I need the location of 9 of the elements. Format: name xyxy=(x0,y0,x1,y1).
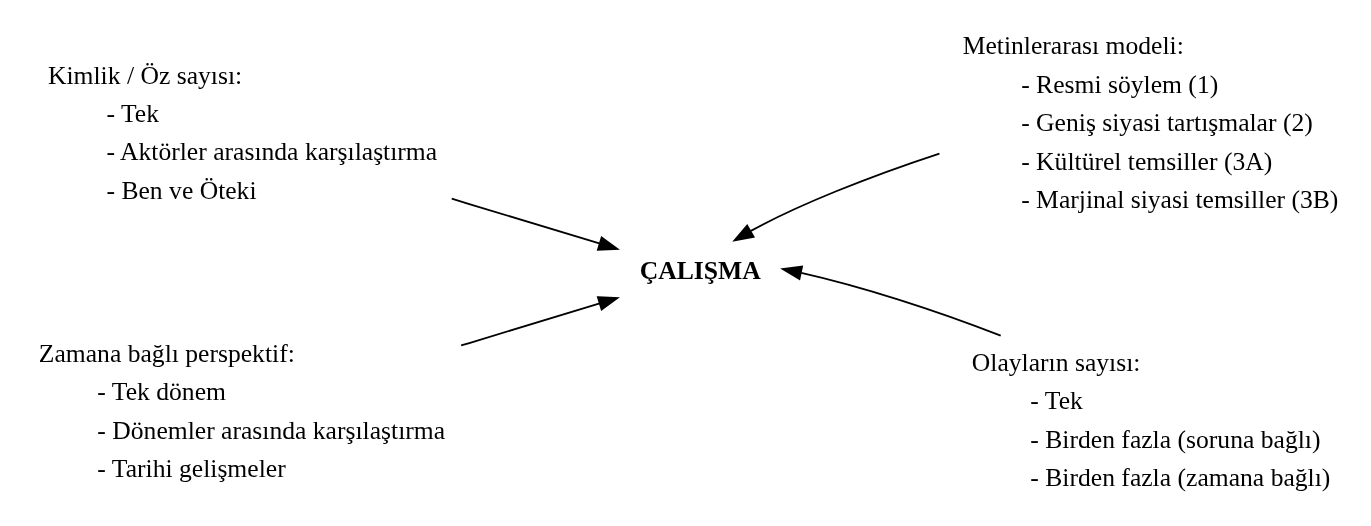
node-text: Metinlerarası modeli: - Resmi söylem (1) - Geniş siyasi tartışmalar (2) - Kültürel temsiller (3A) - Marjinal siyasi temsiller (3B) xyxy=(962,31,1339,215)
node-text: Olayların sayısı: - Tek - Birden fazla (soruna bağlı) - Birden fazla (zamana bağlı) xyxy=(971,347,1331,493)
node-text: Kimlik / Öz sayısı: - Tek - Aktörler arasında karşılaştırma - Ben ve Öteki xyxy=(47,60,438,205)
arrow xyxy=(460,296,620,347)
node-text: Zamana bağlı perspektif: - Tek dönem - Dönemler arasında karşılaştırma - Tarihi gelişmeler xyxy=(38,338,446,483)
arrow xyxy=(450,197,620,251)
node-text: ÇALIŞMA xyxy=(639,256,761,286)
arrow xyxy=(732,152,941,242)
arrow xyxy=(780,265,1002,337)
